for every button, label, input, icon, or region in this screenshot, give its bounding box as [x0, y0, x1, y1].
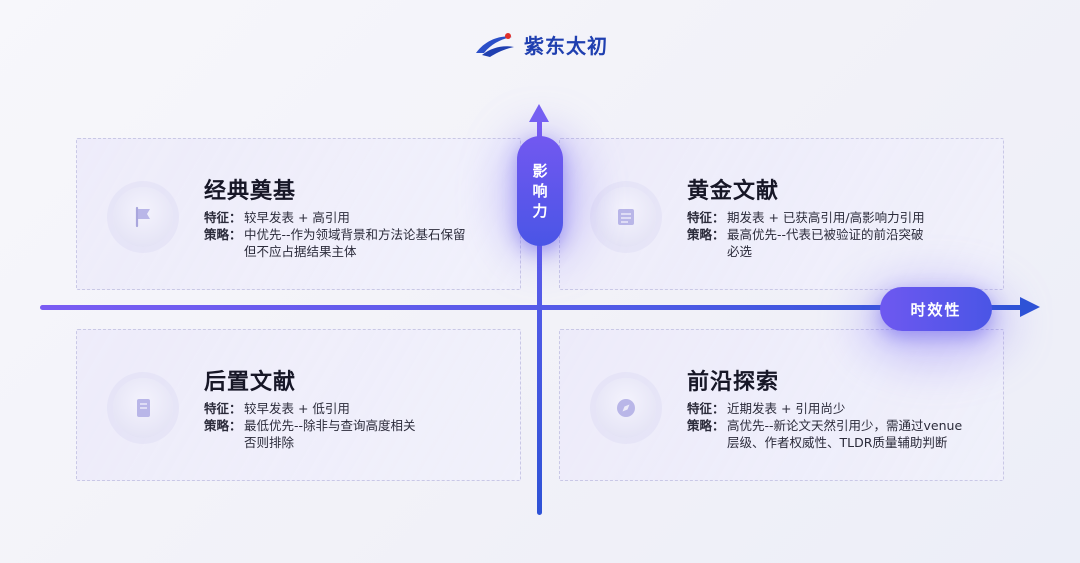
axis-label-char: 力: [532, 202, 548, 220]
quadrant-title: 黄金文献: [687, 179, 780, 204]
quadrant-frontier-exploration: 前沿探索 特征：近期发表 + 引用尚少 策略：高优先--新论文天然引用少，需通过…: [559, 329, 1004, 481]
feature-text: 较早发表 + 高引用: [244, 210, 350, 225]
axis-label-char: 响: [532, 182, 548, 200]
axis-label-char: 影: [532, 162, 548, 180]
vertical-axis: [537, 118, 542, 515]
brand-logo: 紫东太初: [0, 30, 1080, 59]
vertical-axis-label: 影 响 力: [517, 136, 563, 246]
quadrant-title: 经典奠基: [204, 179, 297, 204]
flag-icon: [113, 187, 173, 247]
book-icon: [596, 187, 656, 247]
compass-icon: [596, 378, 656, 438]
horizontal-axis: [40, 305, 1025, 310]
quadrant-golden-literature: 黄金文献 特征：期发表 + 已获高引用/高影响力引用 策略：最高优先--代表已被…: [559, 138, 1004, 290]
logo-text: 紫东太初: [524, 34, 608, 58]
feature-text: 较早发表 + 低引用: [244, 401, 350, 416]
logo-swoosh-icon: [476, 32, 514, 57]
arrow-right-icon: [1020, 297, 1040, 317]
feature-label: 特征：: [687, 210, 725, 225]
quadrant-classic-foundation: 经典奠基 特征：较早发表 + 高引用 策略：中优先--作为领域背景和方法论基石保…: [76, 138, 521, 290]
feature-label: 特征：: [204, 210, 242, 225]
quadrant-title: 前沿探索: [687, 370, 780, 395]
quadrant-title: 后置文献: [204, 370, 297, 395]
feature-text: 期发表 + 已获高引用/高影响力引用: [727, 210, 925, 225]
strategy-text: 最低优先--除非与查询高度相关 否则排除: [244, 418, 416, 450]
feature-text: 近期发表 + 引用尚少: [727, 401, 846, 416]
document-icon: [113, 378, 173, 438]
strategy-text: 中优先--作为领域背景和方法论基石保留 但不应占据结果主体: [244, 227, 466, 259]
quadrant-description: 特征：较早发表 + 高引用 策略：中优先--作为领域背景和方法论基石保留 但不应…: [204, 209, 466, 260]
feature-label: 特征：: [204, 401, 242, 416]
arrow-up-icon: [529, 104, 549, 122]
quadrant-description: 特征：期发表 + 已获高引用/高影响力引用 策略：最高优先--代表已被验证的前沿…: [687, 209, 925, 260]
strategy-label: 策略：: [204, 227, 242, 242]
strategy-text: 高优先--新论文天然引用少，需通过venue 层级、作者权威性、TLDR质量辅助…: [727, 418, 963, 450]
strategy-label: 策略：: [687, 418, 725, 433]
horizontal-axis-label: 时效性: [880, 287, 992, 331]
feature-label: 特征：: [687, 401, 725, 416]
quadrant-deferred-literature: 后置文献 特征：较早发表 + 低引用 策略：最低优先--除非与查询高度相关 否则…: [76, 329, 521, 481]
quadrant-description: 特征：近期发表 + 引用尚少 策略：高优先--新论文天然引用少，需通过venue…: [687, 400, 962, 451]
strategy-label: 策略：: [687, 227, 725, 242]
strategy-text: 最高优先--代表已被验证的前沿突破 必选: [727, 227, 924, 259]
quadrant-description: 特征：较早发表 + 低引用 策略：最低优先--除非与查询高度相关 否则排除: [204, 400, 416, 451]
strategy-label: 策略：: [204, 418, 242, 433]
